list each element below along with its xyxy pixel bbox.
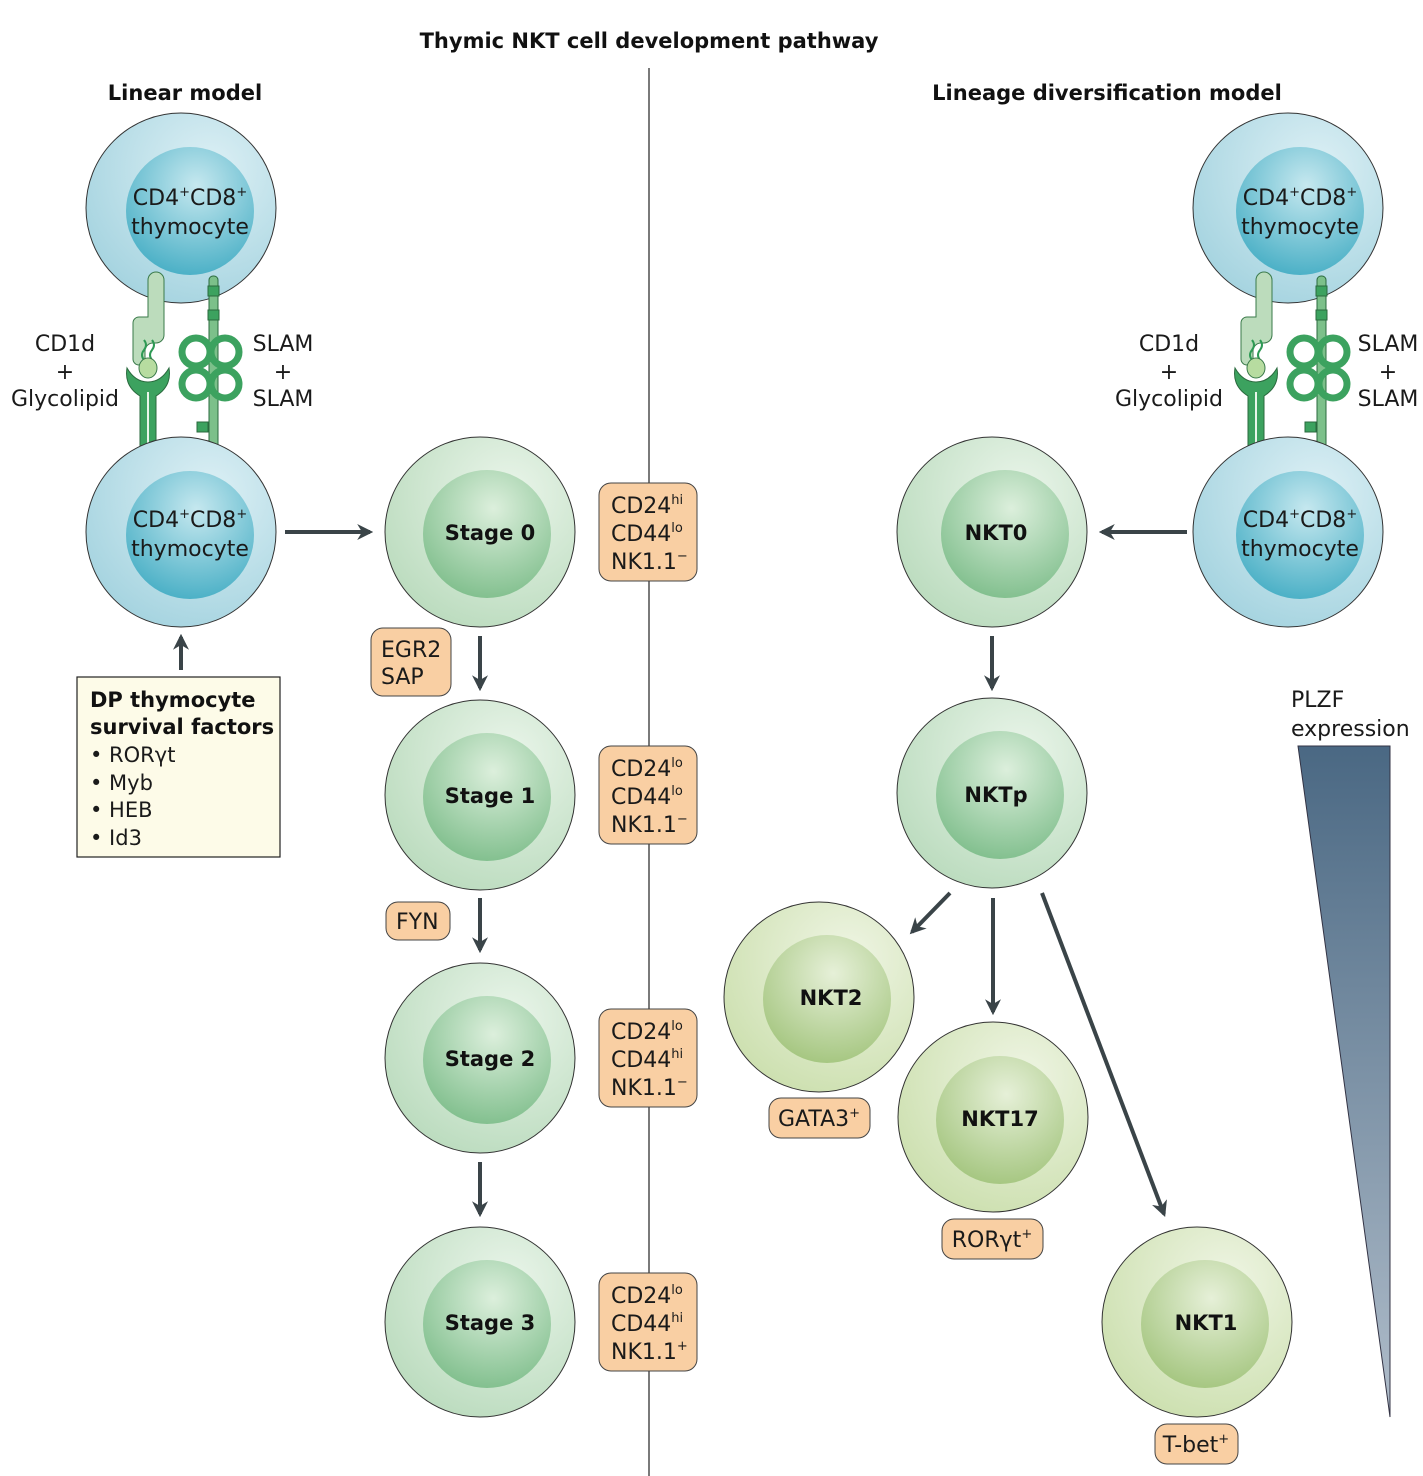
glycolipid-label: Glycolipid bbox=[1115, 387, 1223, 412]
arrow-nktp-to-nkt2 bbox=[909, 891, 952, 935]
stage-3-cell: Stage 3 bbox=[384, 1226, 576, 1418]
slam-label: SLAM bbox=[253, 332, 314, 357]
surface-marker: NK1.1+ bbox=[611, 1339, 688, 1365]
surface-marker: CD24lo bbox=[611, 1283, 683, 1309]
svg-text:thymocyte: thymocyte bbox=[1241, 537, 1359, 562]
svg-text:SAP: SAP bbox=[381, 665, 424, 690]
svg-text:CD4+CD8+: CD4+CD8+ bbox=[133, 507, 247, 533]
slam-receptor-icon bbox=[178, 275, 243, 463]
plzf-expression-gradient-wedge bbox=[1297, 745, 1391, 1418]
slam-label: SLAM bbox=[1358, 332, 1419, 357]
surface-marker: CD24hi bbox=[611, 493, 683, 519]
linear-top-thymocyte: CD4+CD8+ thymocyte bbox=[85, 112, 277, 304]
plzf-label: PLZF bbox=[1291, 688, 1344, 713]
surface-marker: NK1.1− bbox=[611, 812, 688, 838]
transition-factor-egr2-sap: EGR2 SAP bbox=[370, 627, 452, 697]
tf-tag-rorgt: RORγt+ bbox=[941, 1218, 1044, 1260]
stage-2-cell: Stage 2 bbox=[384, 962, 576, 1154]
svg-text:DP thymocyte: DP thymocyte bbox=[90, 688, 256, 712]
nkt2-cell: NKT2 bbox=[723, 901, 915, 1093]
svg-text:thymocyte: thymocyte bbox=[131, 537, 249, 562]
arrow-nktp-to-nkt1 bbox=[1040, 892, 1167, 1217]
svg-text:NKT17: NKT17 bbox=[961, 1107, 1038, 1131]
svg-text:GATA3+: GATA3+ bbox=[778, 1106, 860, 1132]
slam-label: SLAM bbox=[253, 387, 314, 412]
survival-factor-item: • Id3 bbox=[90, 826, 142, 850]
svg-text:NKT1: NKT1 bbox=[1175, 1311, 1238, 1335]
stage-0-cell: Stage 0 bbox=[384, 436, 576, 628]
stage-1-cell: Stage 1 bbox=[384, 699, 576, 891]
transition-factor-fyn: FYN bbox=[385, 901, 451, 941]
surface-marker: CD24lo bbox=[611, 756, 683, 782]
figure-title: Thymic NKT cell development pathway bbox=[420, 29, 879, 53]
svg-text:NKT0: NKT0 bbox=[965, 521, 1028, 545]
linear-model-heading: Linear model bbox=[108, 81, 262, 105]
lineage-model-heading: Lineage diversification model bbox=[932, 81, 1282, 105]
glycolipid-label: Glycolipid bbox=[11, 387, 119, 412]
plus-label: + bbox=[274, 360, 292, 385]
svg-text:CD4+CD8+: CD4+CD8+ bbox=[1243, 507, 1357, 533]
svg-text:NKT2: NKT2 bbox=[800, 986, 863, 1010]
surface-marker: CD44hi bbox=[611, 1311, 683, 1337]
surface-marker: CD44lo bbox=[611, 521, 683, 547]
survival-factor-item: • Myb bbox=[90, 771, 153, 795]
surface-marker: NK1.1− bbox=[611, 549, 688, 575]
svg-text:RORγt+: RORγt+ bbox=[952, 1227, 1032, 1253]
svg-text:EGR2: EGR2 bbox=[381, 638, 441, 663]
cd1d-label: CD1d bbox=[35, 332, 95, 357]
svg-text:Stage 1: Stage 1 bbox=[445, 784, 536, 808]
cd1d-tcr-receptor-icon bbox=[1234, 271, 1278, 459]
plus-label: + bbox=[1379, 360, 1397, 385]
plzf-expression-label: expression bbox=[1291, 717, 1410, 742]
svg-text:Stage 0: Stage 0 bbox=[445, 521, 536, 545]
nkt0-cell: NKT0 bbox=[896, 436, 1088, 628]
svg-text:Stage 3: Stage 3 bbox=[445, 1311, 536, 1335]
surface-marker: CD44hi bbox=[611, 1047, 683, 1073]
survival-factor-item: • RORγt bbox=[90, 743, 175, 767]
nktp-cell: NKTp bbox=[896, 697, 1088, 889]
linear-bottom-thymocyte: CD4+CD8+ thymocyte bbox=[85, 436, 277, 628]
svg-text:T-bet+: T-bet+ bbox=[1162, 1432, 1229, 1458]
plus-label: + bbox=[56, 360, 74, 385]
survival-factors-box: DP thymocyte survival factors • RORγt • … bbox=[76, 676, 281, 858]
nkt1-cell: NKT1 bbox=[1101, 1226, 1293, 1418]
tf-tag-gata3: GATA3+ bbox=[768, 1097, 871, 1139]
svg-text:Stage 2: Stage 2 bbox=[445, 1047, 536, 1071]
cd1d-label: CD1d bbox=[1139, 332, 1199, 357]
svg-text:thymocyte: thymocyte bbox=[1241, 215, 1359, 240]
surface-marker: CD24lo bbox=[611, 1019, 683, 1045]
slam-receptor-icon bbox=[1286, 275, 1351, 463]
svg-text:NKTp: NKTp bbox=[964, 783, 1027, 807]
svg-text:survival factors: survival factors bbox=[90, 715, 274, 739]
cell-label: CD4+CD8+ bbox=[133, 185, 247, 211]
surface-marker: NK1.1− bbox=[611, 1075, 688, 1101]
survival-factor-item: • HEB bbox=[90, 798, 153, 822]
tf-tag-tbet: T-bet+ bbox=[1154, 1423, 1239, 1465]
lineage-bottom-thymocyte: CD4+CD8+ thymocyte bbox=[1192, 436, 1384, 628]
slam-label: SLAM bbox=[1358, 387, 1419, 412]
svg-text:thymocyte: thymocyte bbox=[131, 215, 249, 240]
nkt17-cell: NKT17 bbox=[897, 1021, 1089, 1213]
plus-label: + bbox=[1160, 360, 1178, 385]
surface-marker: CD44lo bbox=[611, 784, 683, 810]
lineage-top-thymocyte: CD4+CD8+ thymocyte bbox=[1192, 112, 1384, 304]
cd1d-tcr-receptor-icon bbox=[126, 271, 170, 459]
svg-text:CD4+CD8+: CD4+CD8+ bbox=[1243, 185, 1357, 211]
svg-text:FYN: FYN bbox=[396, 910, 439, 935]
